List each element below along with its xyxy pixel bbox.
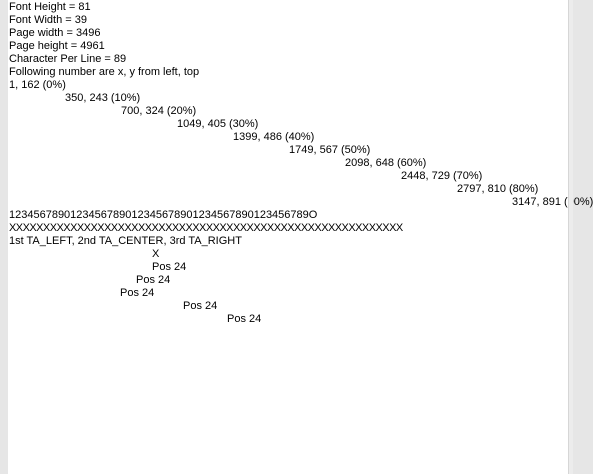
- pos-label-left-aligned: Pos 24: [152, 261, 187, 273]
- pos-label-offset-a: Pos 24: [183, 300, 218, 312]
- position-50-label: 1749, 567 (50%): [289, 144, 371, 156]
- alignment-caption: 1st TA_LEFT, 2nd TA_CENTER, 3rd TA_RIGHT: [9, 235, 242, 247]
- document-page: Font Height = 81 Font Width = 39 Page wi…: [8, 0, 593, 474]
- position-0-label: 1, 162 (0%): [9, 79, 66, 91]
- position-90-label: 3147, 891 (90%): [512, 196, 593, 208]
- font-height-line: Font Height = 81: [9, 1, 91, 13]
- digits-ruler-line: 1234567890123456789012345678901234567890…: [9, 209, 318, 221]
- pos-label-offset-b: Pos 24: [227, 313, 262, 325]
- position-60-label: 2098, 648 (60%): [345, 157, 427, 169]
- position-80-label: 2797, 810 (80%): [457, 183, 539, 195]
- pos-label-center-aligned: Pos 24: [136, 274, 171, 286]
- page-height-line: Page height = 4961: [9, 40, 105, 52]
- position-40-label: 1399, 486 (40%): [233, 131, 315, 143]
- coordinates-note-line: Following number are x, y from left, top: [9, 66, 200, 78]
- position-20-label: 700, 324 (20%): [121, 105, 197, 117]
- pos-label-right-aligned: Pos 24: [120, 287, 155, 299]
- position-70-label: 2448, 729 (70%): [401, 170, 483, 182]
- position-30-label: 1049, 405 (30%): [177, 118, 259, 130]
- page-width-line: Page width = 3496: [9, 27, 101, 39]
- x-fill-line: XXXXXXXXXXXXXXXXXXXXXXXXXXXXXXXXXXXXXXXX…: [9, 222, 403, 234]
- viewer-window: Font Height = 81 Font Width = 39 Page wi…: [8, 0, 593, 474]
- chars-per-line-line: Character Per Line = 89: [9, 53, 127, 65]
- position-10-label: 350, 243 (10%): [65, 92, 141, 104]
- vertical-scrollbar[interactable]: [568, 0, 573, 474]
- center-marker: X: [152, 248, 160, 260]
- font-width-line: Font Width = 39: [9, 14, 87, 26]
